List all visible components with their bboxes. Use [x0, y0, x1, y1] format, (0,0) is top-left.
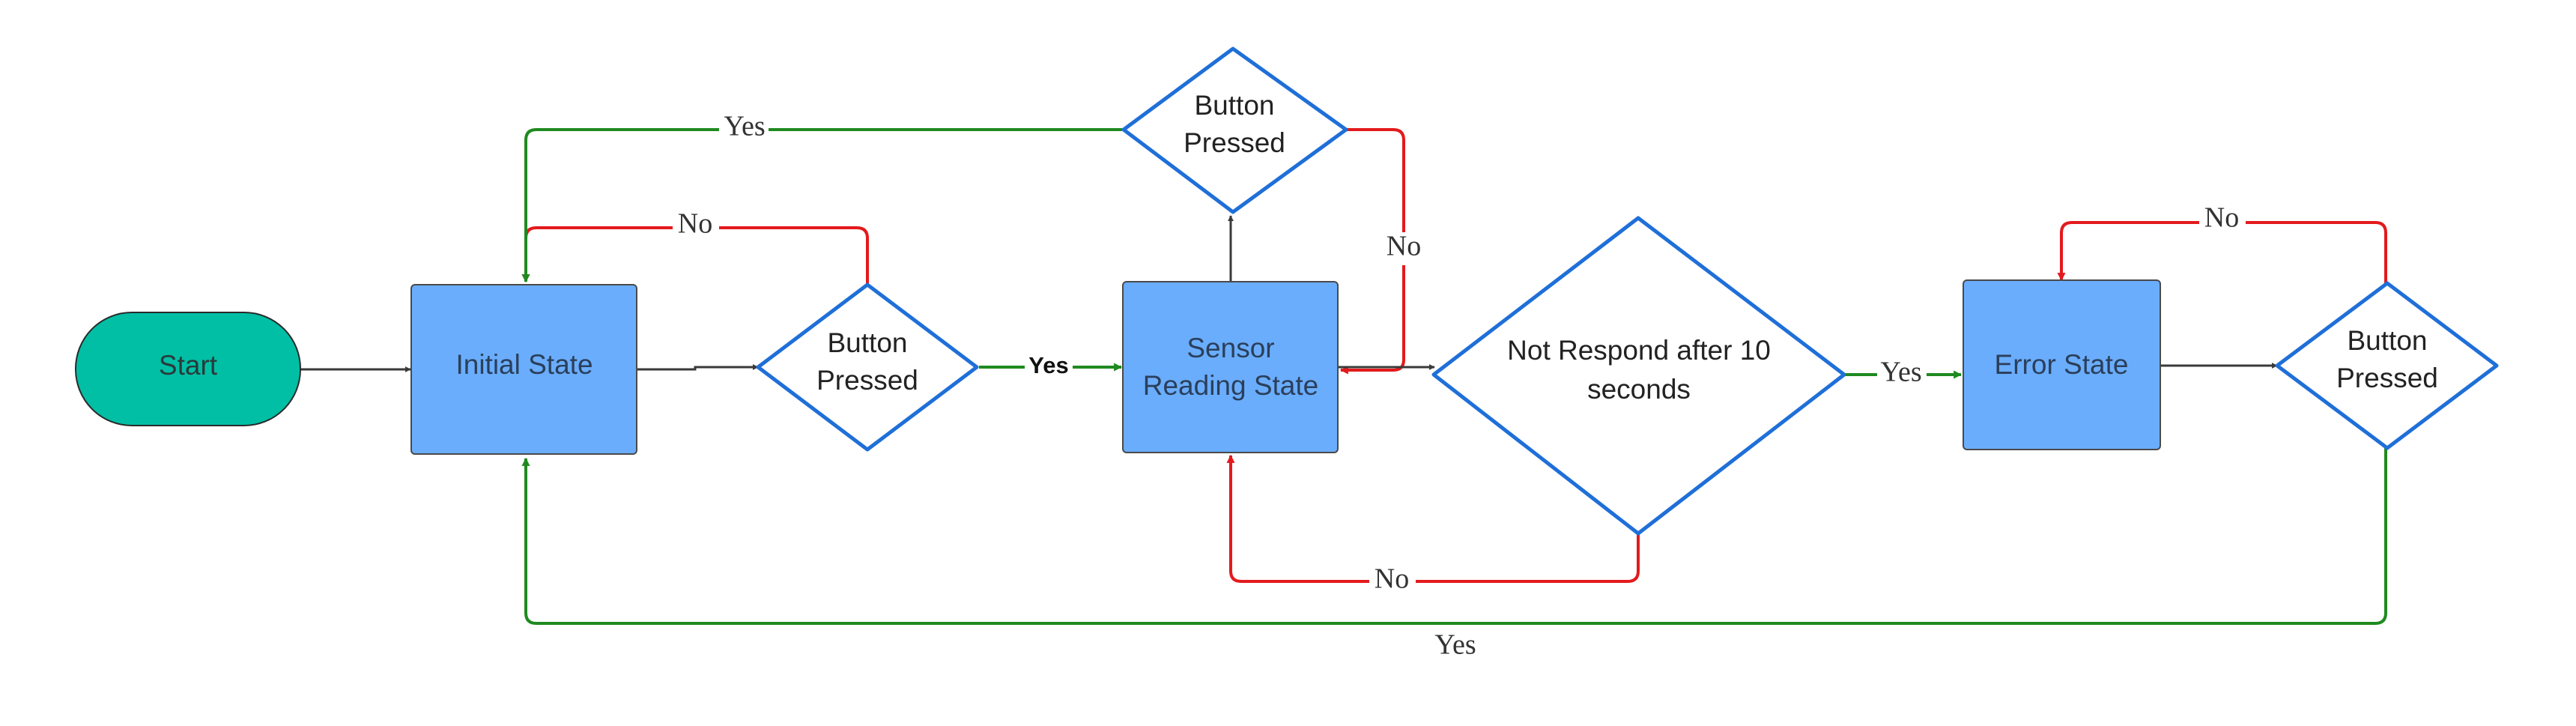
label-bp1-yes: Yes	[1025, 352, 1073, 382]
start-label: Start	[159, 350, 218, 381]
button-pressed-right-line-1: Button	[2348, 325, 2428, 356]
not-respond-line-2: seconds	[1587, 374, 1691, 405]
error-no-text: No	[2204, 202, 2239, 234]
label-initial-no: No	[673, 208, 719, 244]
button-pressed-top-line-1: Button	[1195, 90, 1275, 121]
bp1-yes-text: Yes	[1028, 352, 1068, 378]
label-nr-yes: Yes	[1877, 357, 1927, 391]
error-state-box: Error State	[1963, 279, 2161, 450]
button-pressed-decision-1: Button Pressed	[756, 282, 979, 452]
sensor-reading-line-1: Sensor	[1187, 333, 1274, 363]
nr-yes-text: Yes	[1880, 357, 1921, 388]
edge-initial-to-button	[637, 364, 759, 371]
bottom-yes-text: Yes	[1434, 629, 1476, 661]
error-state-label: Error State	[1995, 349, 2129, 380]
not-respond-decision: Not Respond after 10 seconds	[1431, 216, 1846, 536]
label-top-yes: Yes	[719, 111, 769, 145]
start-terminal: Start	[75, 312, 301, 426]
initial-no-text: No	[678, 208, 712, 240]
nr-no-text: No	[1375, 563, 1409, 595]
edge-top-button-to-initial-yes	[521, 128, 1122, 283]
edge-right-button-to-initial-yes	[521, 448, 2387, 625]
edge-not-respond-to-sensor-no	[1226, 454, 1640, 583]
button-pressed-decision-top: Button Pressed	[1121, 46, 1348, 214]
top-yes-text: Yes	[724, 111, 765, 142]
initial-state-label: Initial State	[455, 349, 593, 380]
label-nr-no: No	[1369, 563, 1416, 598]
label-error-no: No	[2199, 202, 2246, 238]
label-top-no: No	[1381, 231, 1426, 265]
sensor-reading-state-box: Sensor Reading State	[1122, 281, 1339, 453]
button-pressed-1-line-2: Pressed	[816, 365, 918, 396]
not-respond-line-1: Not Respond after 10	[1507, 335, 1771, 366]
button-pressed-1-line-1: Button	[828, 327, 908, 358]
top-no-text: No	[1387, 231, 1421, 262]
button-pressed-right-line-2: Pressed	[2336, 363, 2438, 393]
button-pressed-decision-right: Button Pressed	[2275, 281, 2499, 450]
initial-state-box: Initial State	[410, 284, 637, 455]
button-pressed-top-line-2: Pressed	[1184, 127, 1285, 158]
sensor-reading-line-2: Reading State	[1143, 370, 1319, 401]
